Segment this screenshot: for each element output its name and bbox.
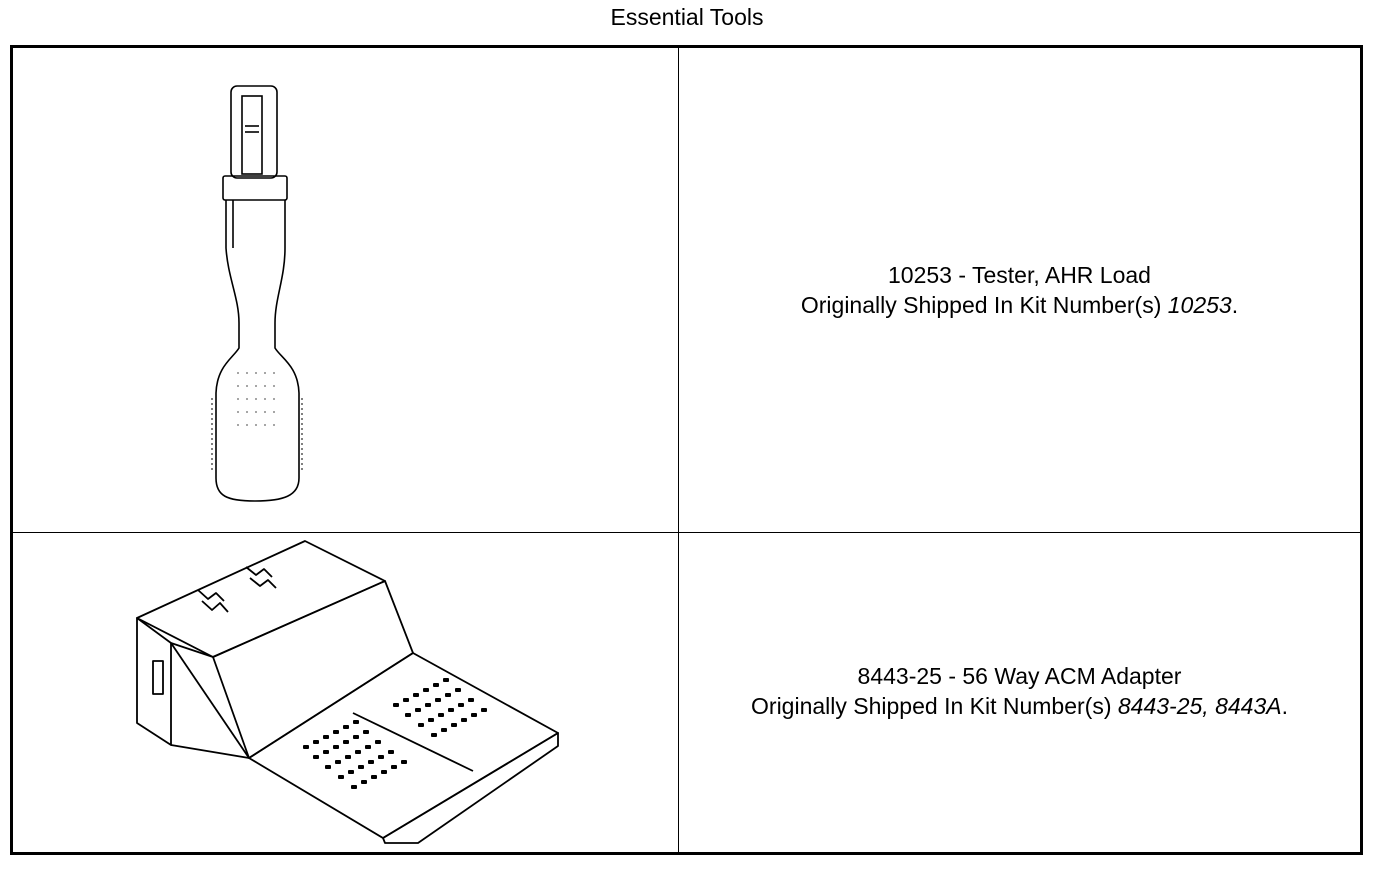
kit-numbers: 8443-25, 8443A xyxy=(1117,693,1282,719)
tool-image-cell-tester xyxy=(13,48,678,532)
tool-title: 8443-25 - 56 Way ACM Adapter xyxy=(857,663,1182,689)
column-divider xyxy=(678,48,679,852)
tool-shipped-line: Originally Shipped In Kit Number(s) 8443… xyxy=(679,691,1360,721)
tool-title: 10253 - Tester, AHR Load xyxy=(888,262,1151,288)
tester-handle-illustration xyxy=(211,85,303,502)
shipped-prefix: Originally Shipped In Kit Number(s) xyxy=(800,292,1168,318)
connector-adapter-illustration xyxy=(136,540,559,844)
kit-period: . xyxy=(1231,292,1239,318)
tool-shipped-line: Originally Shipped In Kit Number(s) 1025… xyxy=(679,290,1360,320)
tool-description: 8443-25 - 56 Way ACM Adapter Originally … xyxy=(679,661,1360,721)
tool-description-cell-adapter: 8443-25 - 56 Way ACM Adapter Originally … xyxy=(679,533,1360,852)
kit-numbers: 10253 xyxy=(1167,292,1232,318)
essential-tools-table: 10253 - Tester, AHR Load Originally Ship… xyxy=(10,45,1363,855)
tool-description-cell-tester: 10253 - Tester, AHR Load Originally Ship… xyxy=(679,48,1360,532)
tool-description: 10253 - Tester, AHR Load Originally Ship… xyxy=(679,260,1360,320)
shipped-prefix: Originally Shipped In Kit Number(s) xyxy=(751,693,1118,719)
row-divider xyxy=(13,532,1360,533)
page-title: Essential Tools xyxy=(610,4,764,30)
tool-image-cell-adapter xyxy=(13,533,678,852)
kit-period: . xyxy=(1281,693,1288,719)
